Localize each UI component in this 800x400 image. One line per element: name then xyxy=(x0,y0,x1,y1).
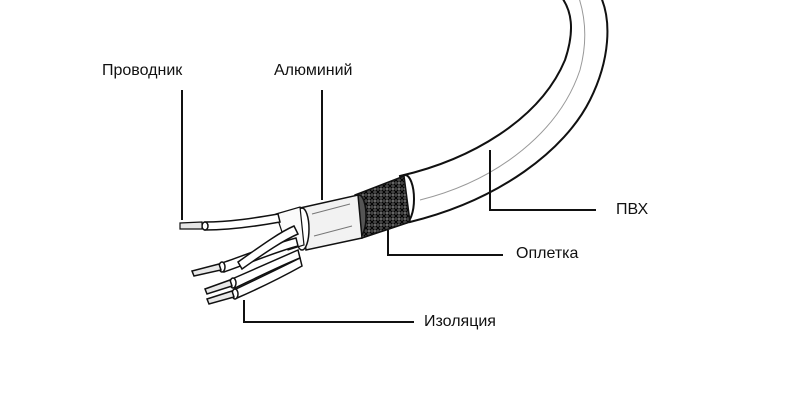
insulated-wires xyxy=(190,225,303,305)
leader-lines xyxy=(181,90,596,323)
label-insulation: Изоляция xyxy=(424,313,496,330)
conductor-wire xyxy=(179,213,281,231)
label-aluminium: Алюминий xyxy=(274,62,353,79)
leader-insulation xyxy=(243,300,414,323)
leader-braid xyxy=(387,230,503,256)
leader-pvc xyxy=(489,150,596,211)
label-braid: Оплетка xyxy=(516,245,579,262)
pvc-jacket xyxy=(395,0,609,224)
label-conductor: Проводник xyxy=(102,62,183,79)
label-pvc: ПВХ xyxy=(616,201,649,218)
